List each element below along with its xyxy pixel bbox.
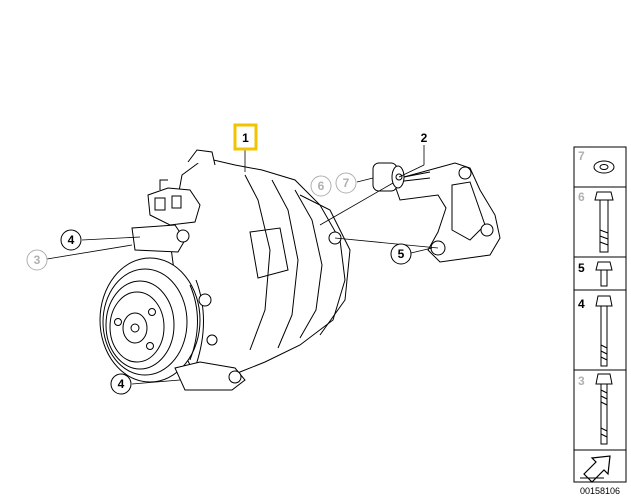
stud-bolt-icon xyxy=(595,373,613,445)
hardware-item-5[interactable]: 5 xyxy=(578,261,613,287)
callout-5-label: 5 xyxy=(398,247,405,261)
arrow-down-left-icon xyxy=(580,455,611,483)
hex-bolt-icon xyxy=(594,191,614,253)
ac-compressor-illustration xyxy=(99,149,351,391)
hardware-item-7[interactable]: 7 xyxy=(578,149,615,174)
callout-6-label: 6 xyxy=(318,179,325,193)
hardware-item-4[interactable]: 4 xyxy=(578,295,613,367)
document-number: 00158106 xyxy=(580,486,620,496)
callout-7[interactable]: 7 xyxy=(335,172,357,194)
navigation-arrow-button[interactable] xyxy=(573,449,627,483)
callout-5[interactable]: 5 xyxy=(390,243,412,265)
washer-icon xyxy=(593,160,615,174)
callout-4-lower-label: 4 xyxy=(118,377,125,391)
hardware-item-7-label: 7 xyxy=(578,149,585,163)
callout-1[interactable]: 1 xyxy=(233,123,258,151)
callout-7-label: 7 xyxy=(343,176,350,190)
callout-1-highlight-box xyxy=(233,123,258,151)
hardware-item-6-label: 6 xyxy=(578,190,585,204)
hardware-panel: 7 6 5 4 xyxy=(573,146,627,496)
hardware-item-3[interactable]: 3 xyxy=(578,373,613,445)
leader-lines xyxy=(46,145,439,385)
hardware-item-4-label: 4 xyxy=(578,297,585,311)
hardware-item-5-label: 5 xyxy=(578,261,585,275)
callout-6[interactable]: 6 xyxy=(310,175,332,197)
callout-4-upper[interactable]: 4 xyxy=(60,229,82,251)
short-bolt-icon xyxy=(595,261,613,287)
callout-4-lower[interactable]: 4 xyxy=(110,373,132,395)
callout-1-label: 1 xyxy=(242,131,249,145)
long-bolt-icon xyxy=(595,295,613,367)
hardware-item-3-label: 3 xyxy=(578,374,585,388)
callout-3[interactable]: 3 xyxy=(26,249,48,271)
callout-4-upper-label: 4 xyxy=(68,233,75,247)
callout-2-label: 2 xyxy=(421,131,428,145)
bracket-illustration xyxy=(372,162,501,263)
callout-2[interactable]: 2 xyxy=(421,131,428,145)
hardware-item-6[interactable]: 6 xyxy=(578,190,614,253)
callout-3-label: 3 xyxy=(34,253,41,267)
